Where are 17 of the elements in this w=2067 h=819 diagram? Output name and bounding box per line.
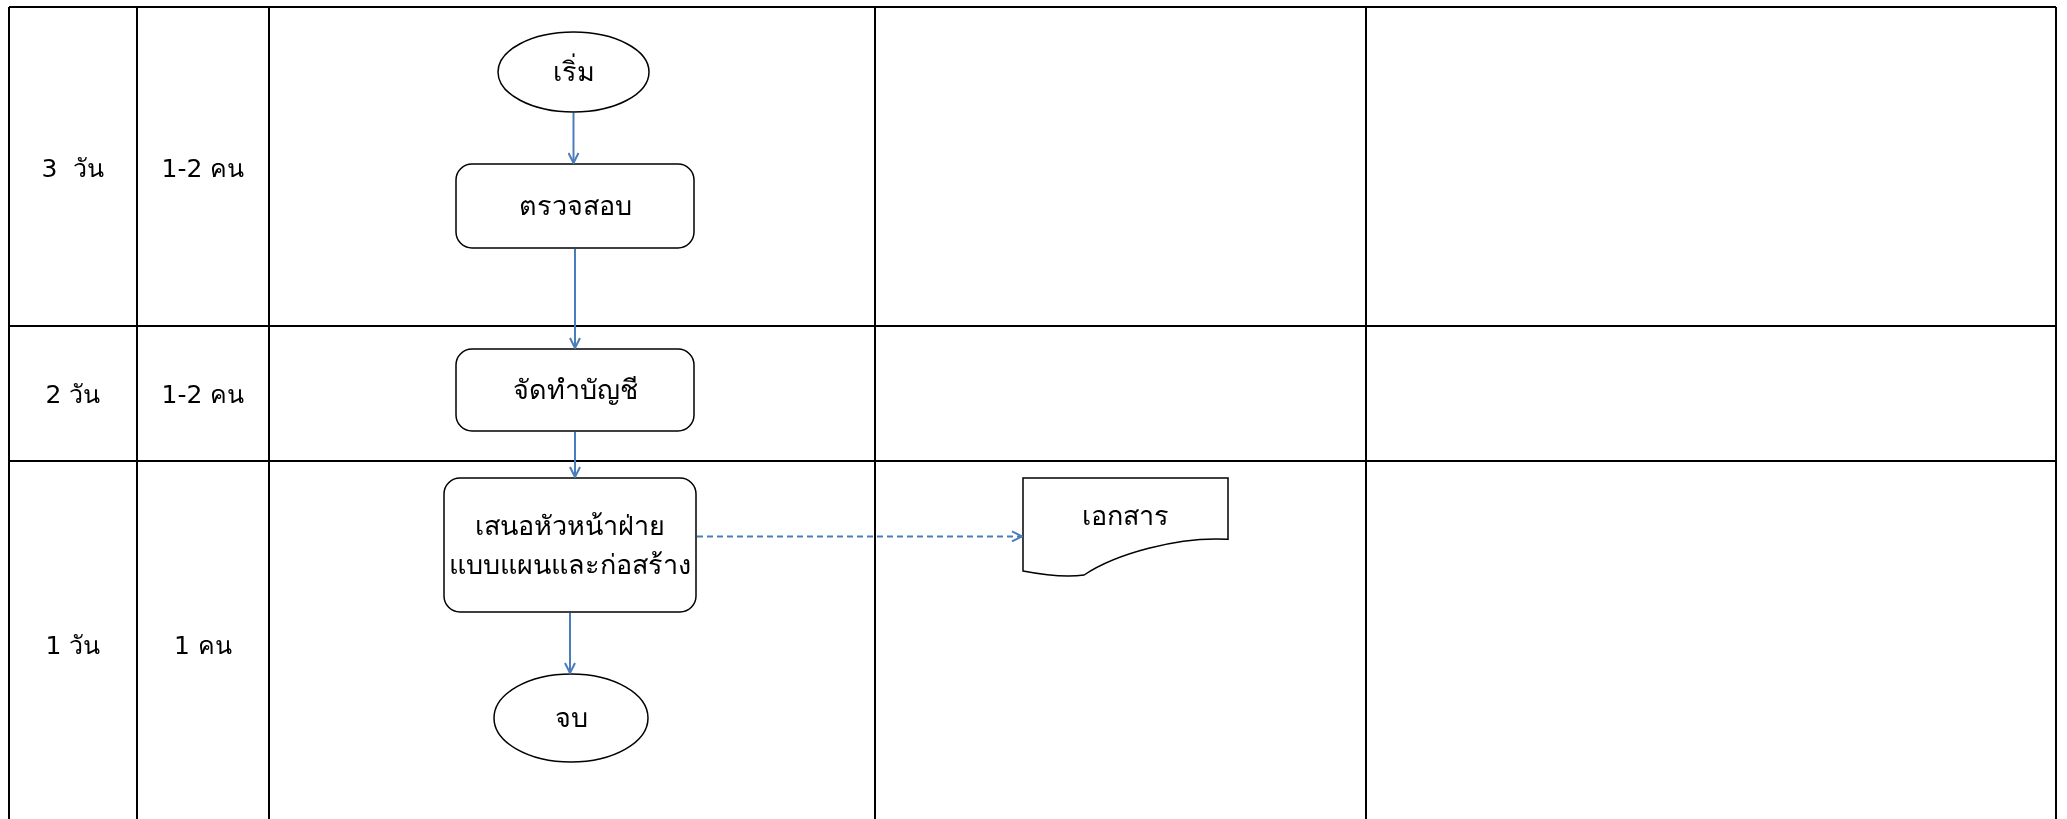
terminal-oval: จบ [493, 673, 649, 763]
arrow [567, 112, 580, 164]
staff-label: 1 คน [174, 630, 232, 662]
staff-label: 1-2 คน [161, 379, 245, 411]
duration-label: 1 วัน [45, 630, 101, 662]
arrow [569, 248, 581, 349]
duration-label: 2 วัน [45, 379, 101, 411]
document-shape: เอกสาร [1022, 477, 1229, 576]
terminal-oval: เริ่ม [497, 31, 650, 113]
staff-label: 1-2 คน [161, 153, 245, 185]
arrow [564, 612, 576, 674]
process-box: เสนอหัวหน้าฝ่ายแบบแผนและก่อสร้าง [443, 477, 697, 613]
arrow [696, 530, 1023, 543]
process-box: ตรวจสอบ [455, 163, 695, 249]
process-box: จัดทำบัญชี [455, 348, 695, 432]
arrow [569, 431, 581, 478]
duration-label: 3 วัน [41, 153, 105, 185]
